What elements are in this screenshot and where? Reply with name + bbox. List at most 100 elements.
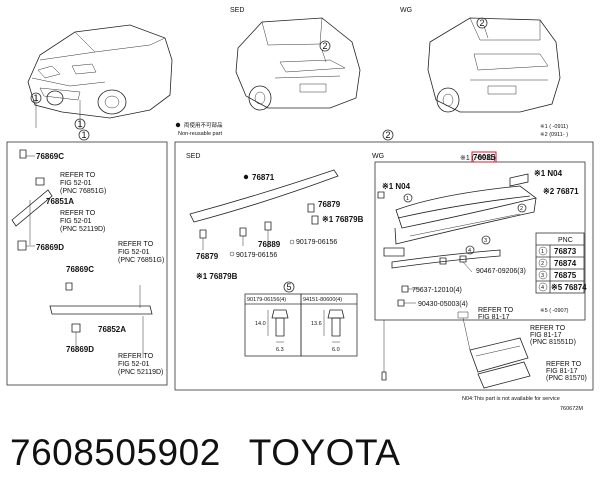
high-mount-stop-lamp: [457, 311, 531, 389]
callout-2-wg: 2: [476, 17, 488, 29]
svg-text:FIG 52-01: FIG 52-01: [118, 249, 150, 256]
label-90179-06156-b: 90179-06156: [236, 252, 277, 259]
header-sed-panel: SED: [186, 153, 200, 160]
svg-text:3: 3: [484, 238, 487, 244]
footer-caption: 7608505902 TOYOTA: [10, 432, 401, 474]
car-wagon-rear-illustration: [427, 17, 561, 113]
molding-76852a: [49, 305, 153, 315]
n04-note: N04:This part is not available for servi…: [462, 396, 560, 402]
callout-2-sed: 2: [319, 40, 331, 52]
svg-text:FIG 52-01: FIG 52-01: [118, 361, 150, 368]
header-sed-top: SED: [230, 7, 244, 14]
svg-text:76873: 76873: [554, 247, 577, 256]
svg-text:REFER TO: REFER TO: [118, 353, 154, 360]
label-76869d-b: 76869D: [66, 345, 94, 354]
panel-2-frame: [174, 141, 594, 391]
svg-text:REFER TO: REFER TO: [60, 172, 96, 179]
svg-text:6.0: 6.0: [332, 347, 340, 353]
svg-text:※1 ( -0911): ※1 ( -0911): [540, 123, 568, 130]
svg-text:(PNC 76851G): (PNC 76851G): [118, 257, 164, 264]
svg-text:2: 2: [541, 261, 544, 267]
svg-text:FIG 52-01: FIG 52-01: [60, 180, 92, 187]
svg-text:1: 1: [82, 130, 87, 140]
label-76889: 76889: [258, 240, 281, 249]
label-76871-wg: ※2 76871: [543, 187, 579, 196]
svg-text:6.3: 6.3: [276, 347, 284, 353]
svg-text:5: 5: [287, 282, 292, 292]
svg-text:76875: 76875: [554, 271, 577, 280]
svg-text:(PNC 52119D): (PNC 52119D): [60, 226, 105, 233]
svg-text:FIG 81-17: FIG 81-17: [478, 314, 510, 321]
label-76879b-a: ※1 76879B: [322, 215, 364, 224]
svg-text:REFER TO: REFER TO: [530, 325, 566, 332]
svg-text:94151-80600(4): 94151-80600(4): [303, 297, 342, 303]
label-76879-a: 76879: [318, 200, 341, 209]
svg-text:※5 ( -0907): ※5 ( -0907): [540, 307, 569, 314]
callout-1a: 1: [30, 92, 42, 104]
part-number: 7608505902: [10, 432, 221, 473]
svg-text:REFER TO: REFER TO: [60, 210, 96, 217]
callout-wg-4: 4: [465, 245, 475, 255]
fastener-box-2: 94151-80600(4) 13.6 6.0: [300, 293, 358, 357]
diagram-code: 760672M: [560, 406, 583, 412]
label-76879-b: 76879: [196, 252, 219, 261]
label-n04-a: ※1 N04: [534, 169, 563, 178]
label-76871: 76871: [252, 173, 275, 182]
svg-text:(PNC 76851G): (PNC 76851G): [60, 188, 106, 195]
svg-text:REFER TO: REFER TO: [478, 307, 514, 314]
label-76879b-b: ※1 76879B: [196, 272, 238, 281]
callout-1-panel: 1: [78, 129, 90, 141]
svg-text:FIG 81-17: FIG 81-17: [546, 368, 578, 375]
highlight-box: [471, 151, 497, 163]
header-wg-panel: WG: [372, 153, 384, 160]
svg-text:2: 2: [323, 41, 328, 51]
label-76869d-a: 76869D: [36, 243, 64, 252]
label-76869c-a: 76869C: [36, 152, 64, 161]
svg-text:REFER TO: REFER TO: [118, 241, 154, 248]
parts-diagram: 1 1 SED 2 WG 2 両使用不可部品 Non-reusabl: [6, 7, 594, 412]
molding-76851a: [11, 189, 53, 227]
svg-text:1: 1: [78, 119, 83, 129]
label-90430: 90430-05003(4): [418, 301, 468, 308]
brand-name: TOYOTA: [248, 432, 401, 473]
header-wg-top: WG: [400, 7, 412, 14]
callout-wg-1: 1: [403, 193, 413, 203]
callout-wg-2: 2: [517, 203, 527, 213]
svg-text:2: 2: [386, 130, 391, 140]
svg-text:14.0: 14.0: [255, 321, 266, 327]
svg-text:(PNC 52119D): (PNC 52119D): [118, 369, 163, 376]
svg-text:1: 1: [406, 196, 409, 202]
label-76085-highlight: 76085: [473, 153, 496, 162]
legend: 両使用不可部品 Non-reusable part ※1 ( -0911) ※2…: [175, 121, 568, 138]
svg-text:2: 2: [480, 18, 485, 28]
svg-text:(PNC 81551D): (PNC 81551D): [530, 339, 576, 346]
svg-text:1: 1: [34, 93, 39, 103]
svg-text:FIG 52-01: FIG 52-01: [60, 218, 92, 225]
svg-text:76874: 76874: [554, 259, 577, 268]
svg-text:2: 2: [520, 206, 523, 212]
svg-text:REFER TO: REFER TO: [546, 361, 582, 368]
callout-5: 5: [283, 281, 295, 293]
svg-text:FIG 81-17: FIG 81-17: [530, 332, 562, 339]
svg-text:PNC: PNC: [558, 237, 573, 244]
svg-text:※5 76874: ※5 76874: [551, 283, 587, 292]
sed-spoiler-parts: [189, 169, 339, 257]
label-76869c-b: 76869C: [66, 265, 94, 274]
wg-spoiler-parts: [377, 173, 537, 381]
callout-1b: 1: [74, 118, 86, 130]
callout-wg-3: 3: [481, 235, 491, 245]
svg-text:3: 3: [541, 273, 544, 279]
svg-text:90179-06156(4): 90179-06156(4): [247, 297, 286, 303]
label-76851a: 76851A: [46, 197, 74, 206]
svg-text:4: 4: [541, 285, 544, 291]
label-90179-06156-a: 90179-06156: [296, 239, 337, 246]
svg-text:1: 1: [541, 249, 544, 255]
panel-1-parts: [11, 149, 153, 358]
car-sedan-rear-illustration: [235, 17, 361, 111]
panel-1-frame: [6, 141, 168, 386]
callout-2-panel: 2: [382, 129, 394, 141]
svg-text:13.6: 13.6: [311, 321, 322, 327]
label-90467: 90467-09206(3): [476, 268, 526, 275]
reusable-dot-icon: [175, 122, 181, 128]
non-reusable-legend: Non-reusable part: [178, 131, 222, 137]
